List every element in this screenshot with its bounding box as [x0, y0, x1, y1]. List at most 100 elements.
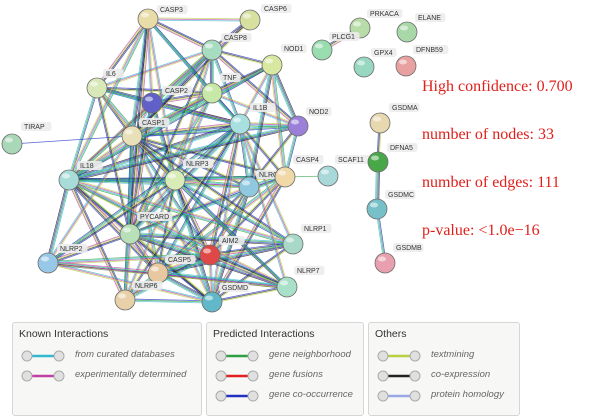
node-label: SCAF11 — [338, 157, 364, 164]
edge — [148, 18, 154, 103]
node-circle[interactable] — [147, 262, 169, 284]
node-il18[interactable]: IL18 — [58, 161, 103, 191]
node-casp6[interactable]: CASP6 — [239, 4, 292, 31]
node-nlrp7[interactable]: NLRP7 — [276, 266, 325, 298]
edge — [209, 241, 293, 254]
node-nlrp1[interactable]: NLRP1 — [282, 224, 332, 255]
edge — [239, 64, 273, 125]
node-circle[interactable] — [274, 166, 296, 188]
node-circle[interactable] — [276, 276, 298, 298]
node-nlrp3[interactable]: NLRP3 — [164, 159, 214, 191]
node-circle[interactable] — [395, 55, 417, 77]
edge — [69, 178, 213, 302]
node-circle[interactable] — [114, 289, 136, 311]
node-circle[interactable] — [141, 92, 163, 114]
p-value-stat: p-value: <1.0e−16 — [422, 222, 540, 239]
node-circle[interactable] — [367, 151, 389, 173]
node-gsdmb[interactable]: GSDMB — [374, 243, 424, 274]
node-circle[interactable] — [239, 9, 261, 31]
node-label-bg — [219, 283, 250, 292]
node-highlight — [145, 96, 153, 102]
node-circle[interactable] — [353, 56, 375, 78]
node-casp5[interactable]: CASP5 — [147, 255, 196, 284]
node-nod1[interactable]: NOD1 — [261, 44, 307, 76]
node-circle[interactable] — [199, 244, 221, 266]
node-circle[interactable] — [366, 198, 388, 220]
edge — [67, 180, 124, 301]
edge — [151, 103, 175, 181]
node-circle[interactable] — [261, 54, 283, 76]
node-highlight — [205, 43, 213, 49]
node-dfna5[interactable]: DFNA5 — [367, 143, 418, 173]
node-gsdmc[interactable]: GSDMC — [366, 190, 416, 220]
legend-others-title: Others — [375, 328, 407, 340]
node-circle[interactable] — [137, 8, 159, 30]
node-label-bg — [335, 155, 371, 164]
node-circle[interactable] — [119, 223, 141, 245]
node-circle[interactable] — [201, 82, 223, 104]
edge — [211, 187, 251, 257]
edge — [212, 48, 300, 126]
node-label-bg — [293, 155, 324, 164]
node-tnf[interactable]: TNF — [201, 73, 241, 104]
edge — [175, 179, 250, 187]
edge — [239, 123, 286, 178]
node-circle[interactable] — [287, 115, 309, 137]
edge — [250, 65, 275, 188]
node-circle[interactable] — [229, 113, 251, 135]
node-circle[interactable] — [396, 21, 418, 43]
node-casp8[interactable]: CASP8 — [201, 33, 252, 61]
node-circle[interactable] — [164, 169, 186, 191]
node-gsdmd[interactable]: GSDMD — [201, 283, 250, 313]
edge — [68, 49, 212, 180]
node-highlight — [203, 248, 211, 254]
node-casp4[interactable]: CASP4 — [274, 155, 324, 188]
node-circle[interactable] — [58, 169, 80, 191]
node-circle[interactable] — [238, 176, 260, 198]
edge — [150, 103, 174, 181]
edge — [69, 178, 294, 243]
node-scaf11[interactable]: SCAF11 — [317, 155, 371, 187]
node-il6[interactable]: IL6 — [86, 69, 124, 99]
edge — [132, 134, 294, 244]
edge — [122, 233, 129, 300]
node-nlrp2[interactable]: NLRP2 — [37, 244, 88, 274]
node-circle[interactable] — [121, 125, 143, 147]
node-highlight — [371, 155, 379, 161]
node-circle[interactable] — [369, 112, 391, 134]
edge — [67, 87, 97, 180]
node-circle[interactable] — [1, 133, 23, 155]
node-circle[interactable] — [37, 252, 59, 274]
node-circle[interactable] — [282, 233, 304, 255]
node-pycard[interactable]: PYCARD — [119, 212, 173, 245]
node-nod2[interactable]: NOD2 — [287, 107, 332, 137]
node-aim2[interactable]: AIM2 — [199, 236, 245, 266]
node-dfnb59[interactable]: DFNB59 — [395, 45, 449, 77]
node-casp1[interactable]: CASP1 — [121, 118, 170, 147]
gene-co-occurrence-swatch — [215, 390, 259, 402]
node-highlight — [353, 21, 361, 27]
node-elane[interactable]: ELANE — [396, 13, 446, 43]
edge — [246, 64, 271, 187]
edge — [173, 180, 287, 289]
node-circle[interactable] — [374, 252, 396, 274]
node-gpx4[interactable]: GPX4 — [353, 48, 397, 78]
edge — [174, 49, 213, 181]
node-circle[interactable] — [201, 291, 223, 313]
node-plcg1[interactable]: PLCG1 — [311, 32, 360, 61]
legend-label: gene neighborhood — [269, 349, 351, 360]
edge — [125, 256, 211, 302]
node-circle[interactable] — [317, 165, 339, 187]
node-circle[interactable] — [86, 77, 108, 99]
node-gsdma[interactable]: GSDMA — [369, 103, 420, 134]
node-casp3[interactable]: CASP3 — [137, 5, 188, 30]
node-label: CASP8 — [224, 35, 247, 42]
node-nlrp6[interactable]: NLRP6 — [114, 281, 163, 311]
edge — [209, 256, 287, 289]
node-circle[interactable] — [201, 39, 223, 61]
node-tirap[interactable]: TIRAP — [1, 122, 52, 155]
curated-databases-swatch — [21, 350, 65, 362]
node-casp2[interactable]: CASP2 — [141, 86, 193, 114]
node-circle[interactable] — [311, 39, 333, 61]
node-il1b[interactable]: IL1B — [229, 103, 276, 135]
